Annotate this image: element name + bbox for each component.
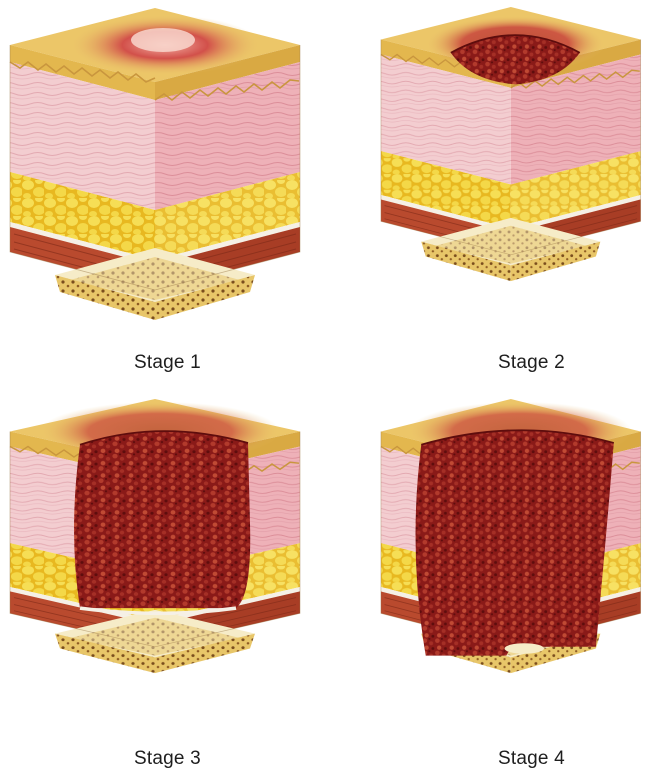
deepest-wound: [415, 430, 613, 655]
stage-4-label: Stage 4: [364, 748, 670, 770]
stage-4-illustration: [372, 392, 670, 732]
stage-3-label: Stage 3: [0, 748, 335, 770]
exposed-bone: [505, 643, 544, 654]
stage-1-panel: Stage 1: [0, 0, 335, 387]
stage-1-illustration: [0, 0, 335, 340]
stage-1-label: Stage 1: [0, 352, 335, 374]
deep-wound: [74, 431, 250, 608]
stage-4-panel: Stage 4: [372, 392, 670, 779]
stage-3-illustration: [0, 392, 335, 732]
stage-2-illustration: [372, 0, 670, 340]
stage-2-panel: Stage 2: [372, 0, 670, 387]
stage-2-label: Stage 2: [364, 352, 670, 374]
stage-3-panel: Stage 3: [0, 392, 335, 779]
